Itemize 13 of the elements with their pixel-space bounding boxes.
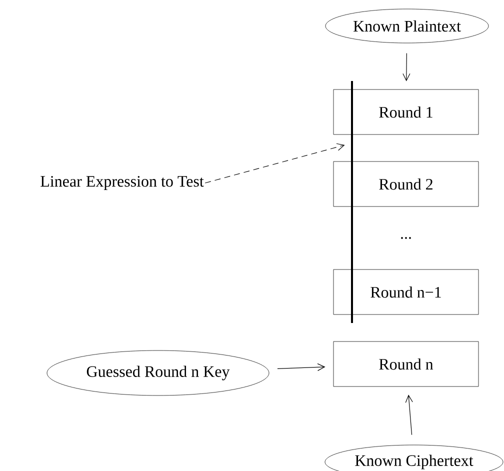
round-box: Round 2 [333,161,479,207]
arrow [405,394,413,436]
arrow [204,143,345,184]
round-box: Round n−1 [333,269,479,315]
arrow [277,363,326,371]
arrow [402,52,410,82]
ellipse-node: Known Plaintext [325,8,489,44]
ellipse-node: Guessed Round n Key [46,350,270,396]
round-box: Round n [333,341,479,387]
ellipsis-text: ... [401,237,411,239]
round-box: Round 1 [333,89,479,135]
bare-text: Linear Expression to Test [40,176,204,190]
vertical-line [351,81,353,323]
